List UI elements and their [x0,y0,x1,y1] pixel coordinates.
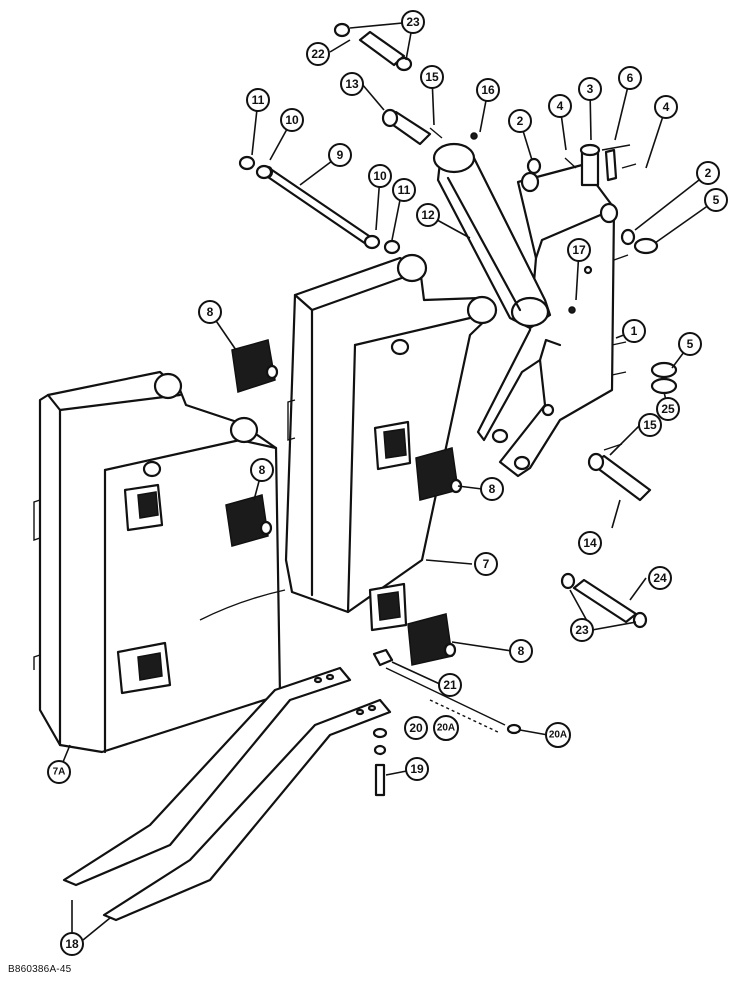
rubber-block-2 [225,494,273,547]
callout-5-top: 5 [704,188,728,212]
rubber-blocks [225,339,463,666]
svg-text:8: 8 [518,644,525,658]
callout-4-left: 4 [548,94,572,118]
callout-1: 1 [622,319,646,343]
pins-3-6 [564,143,637,187]
callout-7: 7 [474,552,498,576]
svg-text:11: 11 [252,93,265,107]
svg-text:20A: 20A [549,730,567,741]
svg-text:2: 2 [705,166,712,180]
callout-20a-right: 20A [545,722,571,748]
callout-16: 16 [476,78,500,102]
svg-text:9: 9 [337,148,344,162]
callout-8-d: 8 [509,639,533,663]
callout-10-top: 10 [280,108,304,132]
rubber-block-1 [231,339,279,393]
svg-text:19: 19 [410,762,424,776]
callout-2-left: 2 [508,109,532,133]
svg-text:23: 23 [575,623,589,637]
callout-8-a: 8 [198,300,222,324]
callout-labels: 23 22 13 15 16 11 10 9 10 11 12 2 4 3 6 … [47,10,728,956]
pin-13 [381,108,432,146]
svg-text:3: 3 [587,82,594,96]
svg-text:23: 23 [406,15,420,29]
svg-text:15: 15 [425,70,439,84]
callout-17: 17 [567,238,591,262]
svg-text:4: 4 [663,100,670,114]
callout-11-mid: 11 [392,178,416,202]
svg-text:10: 10 [285,113,299,127]
svg-text:11: 11 [398,183,411,197]
svg-text:12: 12 [421,208,435,222]
callout-9: 9 [328,143,352,167]
svg-text:16: 16 [481,83,495,97]
svg-text:4: 4 [557,99,564,113]
svg-text:10: 10 [373,169,387,183]
callout-14: 14 [578,531,602,555]
callout-15-right: 15 [638,413,662,437]
rubber-block-4 [407,613,457,666]
callout-22: 22 [306,42,330,66]
callout-7a: 7A [47,760,71,784]
callout-8-b: 8 [250,458,274,482]
callout-21: 21 [438,673,462,697]
callout-12: 12 [416,203,440,227]
callout-6: 6 [618,66,642,90]
svg-text:2: 2 [517,114,524,128]
callout-23-bottom: 23 [570,618,594,642]
cylinder-12 [432,142,576,330]
svg-text:5: 5 [713,193,720,207]
rubber-block-3 [415,447,463,501]
figure-id: B860386A-45 [8,964,72,975]
callout-8-c: 8 [480,477,504,501]
pin-24 [560,572,648,629]
counterweight-7a [33,370,286,754]
svg-text:17: 17 [572,243,586,257]
svg-text:7: 7 [483,557,490,571]
callout-3: 3 [578,77,602,101]
counterweight-7 [284,253,498,632]
svg-text:7A: 7A [53,767,66,778]
svg-text:1: 1 [631,324,638,338]
callout-11-top: 11 [246,88,270,112]
callout-20: 20 [404,716,428,740]
svg-text:13: 13 [345,77,359,91]
pin-22 [333,22,413,72]
svg-text:25: 25 [661,402,675,416]
svg-text:24: 24 [653,571,667,585]
svg-text:22: 22 [311,47,325,61]
svg-text:8: 8 [207,305,214,319]
svg-text:8: 8 [489,482,496,496]
hardware-19-21 [372,648,522,797]
washers-2-5 [526,157,678,395]
svg-text:6: 6 [627,71,634,85]
callout-10-mid: 10 [368,164,392,188]
callout-20a-left: 20A [433,715,459,741]
svg-text:14: 14 [583,536,597,550]
svg-text:18: 18 [65,937,79,951]
pin-9 [262,165,374,246]
svg-text:21: 21 [443,678,457,692]
callout-4-right: 4 [654,95,678,119]
svg-text:5: 5 [687,337,694,351]
svg-text:20A: 20A [437,723,455,734]
small-fasteners [429,127,478,140]
washers-10-11 [238,155,401,255]
callout-19: 19 [405,757,429,781]
callout-25: 25 [656,397,680,421]
straps-18 [62,666,392,922]
callout-13: 13 [340,72,364,96]
callout-23-top: 23 [401,10,425,34]
callout-18: 18 [60,932,84,956]
svg-text:20: 20 [409,721,423,735]
callout-24: 24 [648,566,672,590]
callout-2-right: 2 [696,161,720,185]
svg-text:15: 15 [643,418,657,432]
pin-14 [587,443,652,502]
callout-15-top: 15 [420,65,444,89]
svg-text:8: 8 [259,463,266,477]
callout-5-mid: 5 [678,332,702,356]
